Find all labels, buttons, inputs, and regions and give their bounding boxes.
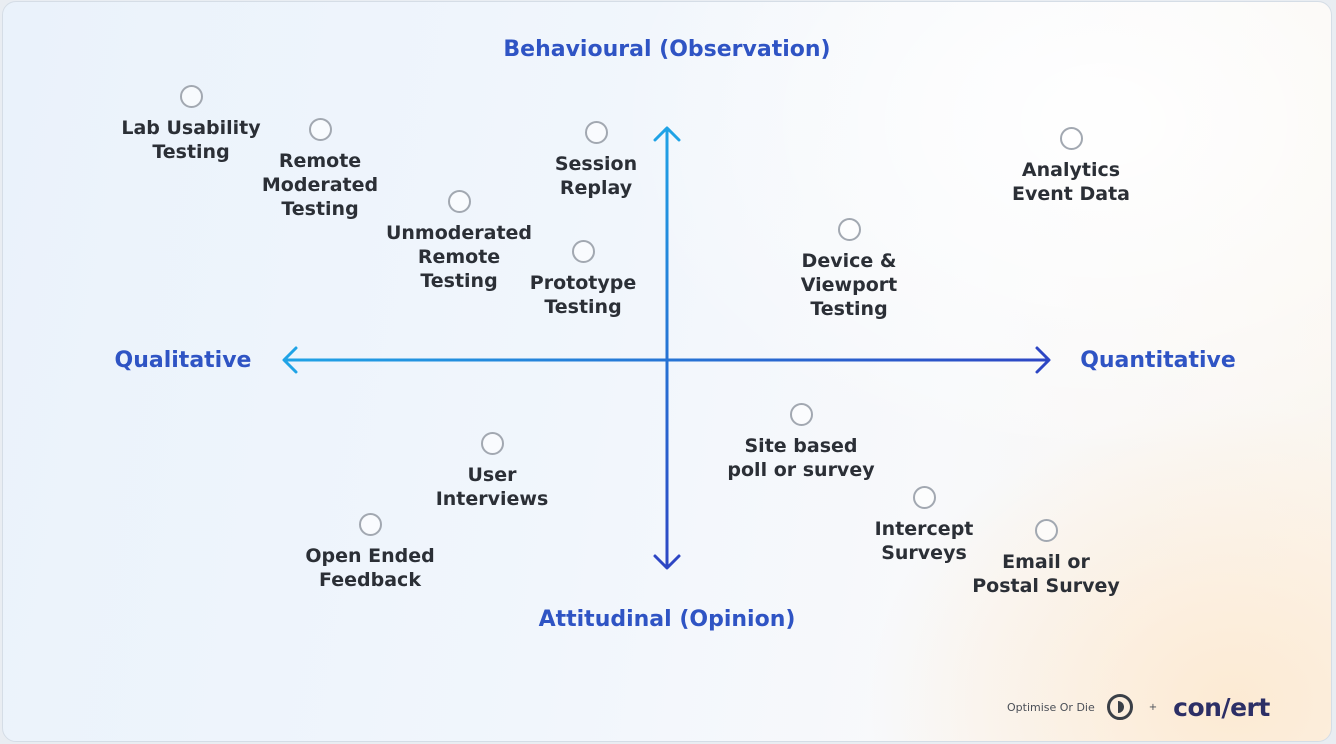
point-marker <box>309 118 332 141</box>
optimise-or-die-logo-icon <box>1106 694 1133 720</box>
point-marker <box>448 190 471 213</box>
point-marker <box>790 403 813 426</box>
point-marker <box>359 513 382 536</box>
method-label: Unmoderated Remote Testing <box>385 222 533 292</box>
convert-logo-text: con/ert <box>1173 692 1270 722</box>
method-label: Session Replay <box>554 153 638 199</box>
axis-label-behavioural: Behavioural (Observation) <box>503 37 831 62</box>
axis-label-quantitative: Quantitative <box>1080 348 1236 373</box>
method-label: Email or Postal Survey <box>972 551 1120 597</box>
point-marker <box>585 121 608 144</box>
method-label: Intercept Surveys <box>874 518 974 564</box>
axis-label-attitudinal: Attitudinal (Opinion) <box>538 607 796 632</box>
method-label: Remote Moderated Testing <box>261 150 379 220</box>
method-label: Prototype Testing <box>529 272 637 318</box>
point-marker <box>572 240 595 263</box>
point-marker <box>1060 127 1083 150</box>
method-label: User Interviews <box>435 464 549 510</box>
optimise-or-die-text: Optimise Or Die <box>1007 700 1095 714</box>
point-marker <box>180 85 203 108</box>
point-marker <box>481 432 504 455</box>
method-label: Site based poll or survey <box>727 435 875 481</box>
point-marker <box>913 486 936 509</box>
method-label: Device & Viewport Testing <box>800 250 898 320</box>
method-label: Lab Usability Testing <box>121 117 261 163</box>
method-label: Open Ended Feedback <box>305 545 435 591</box>
axis-label-qualitative: Qualitative <box>114 348 252 373</box>
separator-plus: + <box>1148 701 1158 713</box>
branding-footer: Optimise Or Die + con/ert <box>1007 690 1270 724</box>
point-marker <box>838 218 861 241</box>
method-label: Analytics Event Data <box>1012 159 1130 205</box>
vertical-axis-arrow <box>653 126 681 570</box>
axes-graphic <box>282 126 1051 570</box>
point-marker <box>1035 519 1058 542</box>
